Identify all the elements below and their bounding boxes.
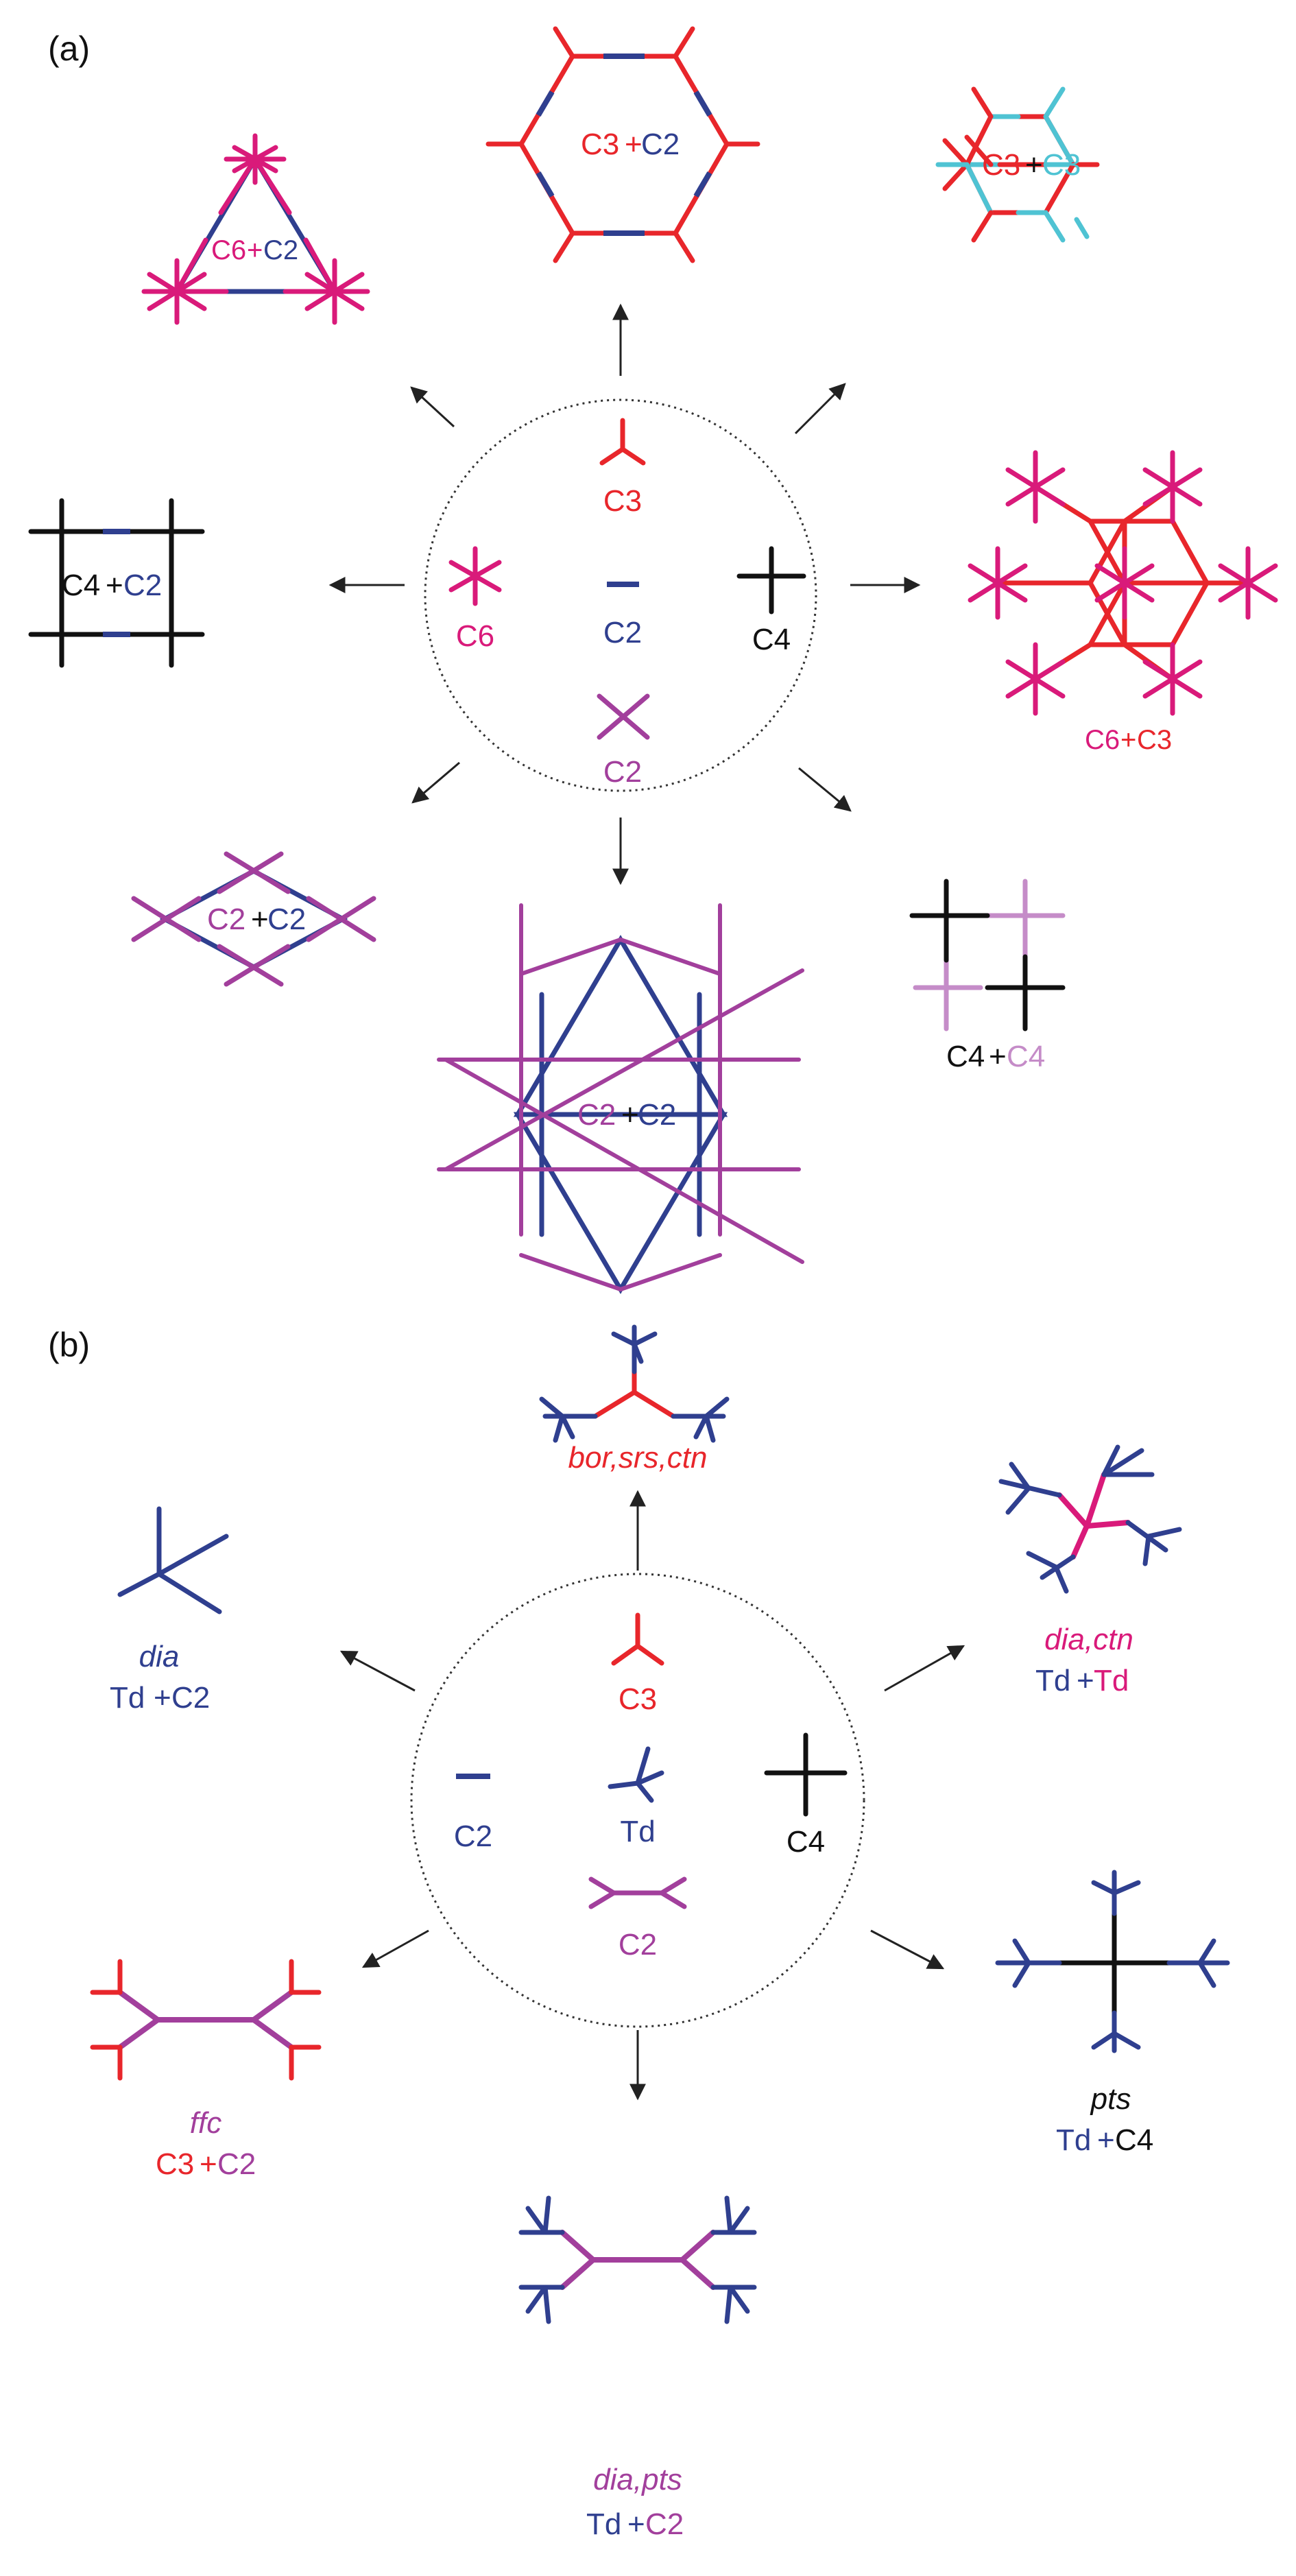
c4c2-label-a: C4 (62, 569, 100, 602)
c6-star-icon (141, 133, 370, 325)
ffc-label-plus: + (200, 2147, 217, 2181)
pts-label-a: Td (1056, 2123, 1091, 2157)
c3c3-label-plus: + (1025, 148, 1043, 182)
c6-node-icon (448, 546, 502, 606)
c2c2-rhomb-label-a: C2 (207, 903, 245, 936)
c2c2-kagome-label-plus: + (621, 1098, 639, 1132)
pts-label-plus: + (1097, 2123, 1115, 2157)
dia-ctn-name-label: dia,ctn (1044, 1623, 1133, 1656)
net-c6-c3-star: C6 + C3 (968, 450, 1278, 755)
net-pts: pts Td + C4 (995, 1870, 1230, 2157)
c3c2-label-a: C3 (581, 128, 619, 161)
c2-cross-node-label: C2 (603, 755, 642, 789)
c3c3-label-a: C3 (982, 148, 1020, 182)
c6c2-label-plus: + (247, 235, 263, 265)
net-c2-c2-rhombus: C2 + C2 (131, 851, 376, 987)
dia-label-plus: + (154, 1681, 171, 1715)
net-c6-c2-triangle: C6 + C2 (141, 133, 370, 325)
ffc-label-a: C3 (156, 2147, 194, 2181)
pts-name-label: pts (1090, 2082, 1131, 2116)
net-c3-c3-hexagon: C3 + C3 (935, 86, 1100, 243)
c2c2-kagome-label-b: C2 (638, 1098, 676, 1132)
dia-label-b: C2 (171, 1681, 210, 1715)
arrow-b-down-right (870, 1929, 945, 1970)
pts-label-b: C4 (1115, 2123, 1153, 2157)
td-node-label: Td (620, 1815, 655, 1848)
c3-node-b-label: C3 (619, 1682, 657, 1716)
panel-b-arrows (339, 1490, 965, 2101)
panel-a-label: (a) (48, 29, 90, 68)
panel-b: C3 C2 Td C4 C2 (90, 1324, 1230, 2541)
diactn-label-plus: + (1077, 1664, 1094, 1697)
dia-name-label: dia (139, 1640, 180, 1673)
c2c2-kagome-label-a: C2 (577, 1098, 616, 1132)
diactn-label-b: Td (1094, 1664, 1129, 1697)
c3-node-b-icon (611, 1612, 664, 1666)
ffc-name-label: ffc (190, 2106, 221, 2140)
arrow-down-left (411, 761, 460, 804)
c3-node-icon (599, 418, 646, 466)
c2-h-node-icon (588, 1876, 687, 1909)
c4-node-icon (736, 546, 806, 615)
c6c2-label-b: C2 (263, 235, 298, 265)
net-dia-pts: dia,pts Td + C2 (518, 2195, 757, 2541)
c4c4-label-a: C4 (946, 1040, 985, 1073)
c2c2-rhomb-label-plus: + (251, 903, 269, 936)
c4c4-label-plus: + (989, 1040, 1007, 1073)
c4-node-label: C4 (752, 623, 791, 656)
c4-node-b-label: C4 (787, 1825, 825, 1859)
c6c3-label-b: C3 (1137, 725, 1172, 755)
c3c3-label-b: C3 (1042, 148, 1081, 182)
net-dia-ctn: dia,ctn Td + Td (998, 1444, 1182, 1697)
c3-node-label: C3 (603, 484, 642, 518)
c6c3-label-plus: + (1120, 725, 1136, 755)
c2-cross-node-icon (597, 693, 650, 740)
c3c2-label-b: C2 (641, 128, 680, 161)
bor-srs-ctn-label: bor,srs,ctn (568, 1441, 708, 1475)
net-c4-c2-square: C4 + C2 (28, 498, 205, 668)
net-c3-c2-hexagon: C3 + C2 (485, 26, 760, 263)
arrow-b-down-left (361, 1929, 429, 1968)
panel-b-center-circle (410, 1573, 865, 2028)
c2-bar-node-label: C2 (603, 616, 642, 649)
ffc-label-b: C2 (217, 2147, 256, 2181)
dia-label-a: Td (110, 1681, 145, 1715)
c4c2-label-b: C2 (123, 569, 162, 602)
diapts-label-plus: + (627, 2507, 645, 2541)
c6-node-label: C6 (456, 619, 494, 653)
net-c2-c2-kagome: C2 + C2 (437, 903, 804, 1294)
td-node-icon (608, 1746, 664, 1803)
arrow-up-left (410, 386, 455, 428)
net-bor-srs-ctn: bor,srs,ctn (539, 1324, 730, 1475)
panel-b-label: (b) (48, 1326, 90, 1364)
net-ffc: ffc C3 + C2 (90, 1959, 322, 2181)
c6c2-label-a: C6 (211, 235, 246, 265)
net-c4-c4-squares: C4 + C4 (909, 879, 1066, 1073)
c2-bar-node-b-label: C2 (454, 1820, 492, 1853)
diapts-label-a: Td (586, 2507, 621, 2541)
c3c2-label-plus: + (625, 128, 643, 161)
arrow-b-up-left (339, 1650, 416, 1692)
c4c4-label-b: C4 (1007, 1040, 1045, 1073)
diactn-label-a: Td (1035, 1664, 1070, 1697)
c2c2-rhomb-label-b: C2 (267, 903, 306, 936)
c2-h-node-label: C2 (619, 1928, 657, 1961)
arrow-up-right (794, 383, 846, 435)
arrow-b-up-right (884, 1645, 965, 1692)
c4-node-b-icon (764, 1732, 848, 1817)
dia-pts-name-label: dia,pts (593, 2463, 682, 2496)
diapts-label-b: C2 (645, 2507, 684, 2541)
panel-a-arrows (328, 303, 921, 885)
net-dia: dia Td + C2 (110, 1506, 229, 1715)
c4c2-label-plus: + (106, 569, 123, 602)
c6c3-label-a: C6 (1085, 725, 1120, 755)
arrow-down-right (798, 767, 852, 812)
panel-a-center-circle (424, 398, 817, 792)
panel-a: C3 C6 C2 C4 C2 (28, 26, 1278, 1294)
